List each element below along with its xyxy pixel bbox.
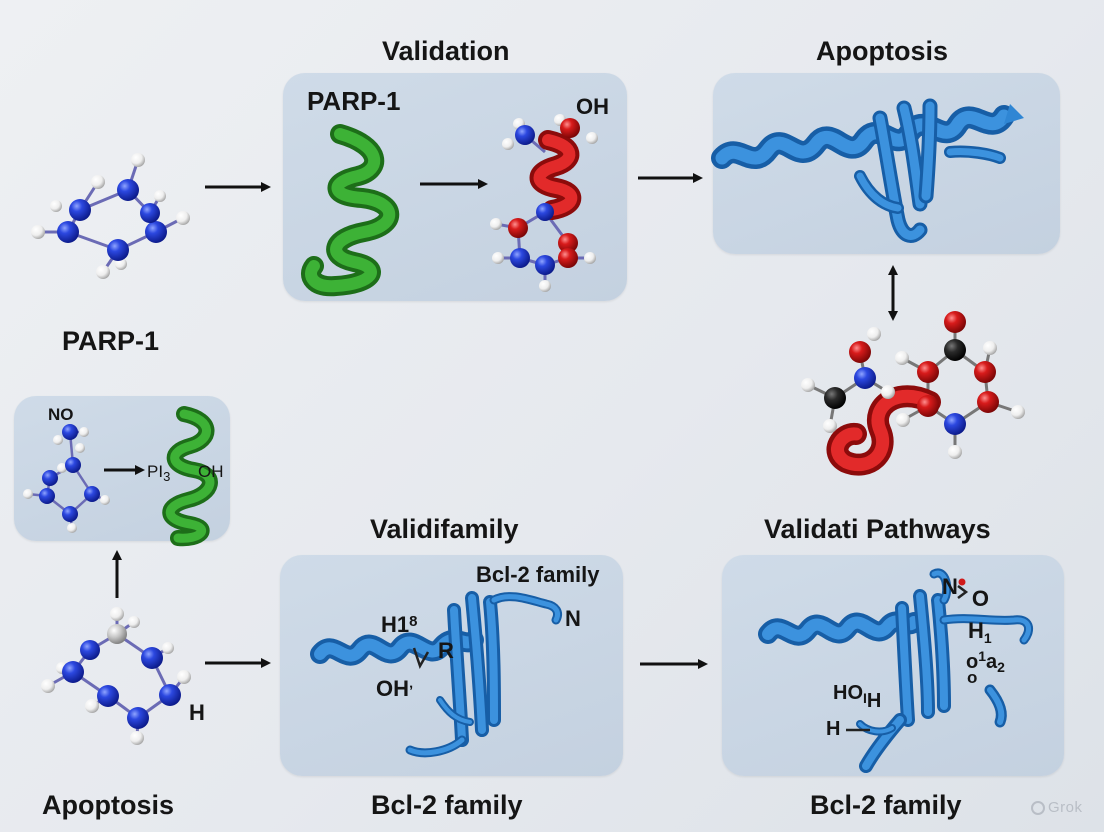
watermark-text: Grok	[1048, 799, 1083, 816]
pathways-o-small-label: o	[967, 668, 978, 687]
watermark-ring-icon	[1031, 801, 1045, 815]
a-text: a	[986, 651, 998, 673]
pathways-dark-bonds	[846, 585, 969, 732]
h1-subscript: 1	[983, 630, 992, 646]
bcl2-panel-r-label: R	[438, 638, 454, 663]
heading-apoptosis-top: Apoptosis	[816, 36, 948, 66]
validation-oh-label: OH	[576, 94, 609, 119]
pi-text: PI	[147, 462, 164, 481]
molecule-right-middle	[801, 311, 1025, 476]
pi-subscript: 3	[163, 469, 171, 484]
green-helix	[301, 124, 400, 297]
h-text: H	[968, 618, 984, 643]
bcl2-dark-arrow	[412, 647, 430, 670]
oh-subscript: ʼ	[409, 683, 414, 700]
validation-panel-title: PARP-1	[307, 86, 401, 116]
pathways-red-atom	[958, 578, 966, 586]
bottom-left-h-label: H	[189, 700, 205, 725]
h1-text: H1	[381, 612, 410, 637]
heading-validifamily: Validifamily	[370, 514, 519, 544]
pathways-h-label: H	[826, 718, 841, 740]
a2-subscript: 2	[997, 659, 1005, 675]
h18-subscript: 8	[409, 613, 418, 630]
hoh-h: H	[866, 690, 882, 712]
apoptosis-ribbon-arrow-tip	[1004, 104, 1024, 124]
blue-ribbon-apoptosis	[711, 98, 1015, 243]
small-panel-molecule	[23, 424, 110, 533]
molecule-top-left	[31, 153, 190, 279]
heading-bcl2-right: Bcl-2 family	[810, 790, 962, 820]
heading-apoptosis-bottom: Apoptosis	[42, 790, 174, 820]
hoh-i: I	[863, 690, 867, 706]
bcl2-ribbon	[310, 591, 562, 758]
heading-parp-left: PARP-1	[62, 326, 160, 356]
bcl2-panel-h18-label: H18	[381, 612, 417, 638]
ho-text: HO	[833, 682, 863, 704]
red-helix-molecule	[490, 114, 598, 292]
bcl2-panel-family-label: Bcl-2 family	[476, 562, 600, 587]
heading-validati-pathways: Validati Pathways	[764, 514, 991, 544]
small-panel-no-label: NO	[48, 405, 74, 424]
bcl2-panel-n-label: N	[565, 606, 581, 631]
molecule-bottom-left	[41, 607, 191, 745]
bcl2-panel-oh3-label: OHʼ	[376, 676, 413, 702]
pathways-ribbon	[758, 568, 1034, 773]
small-panel-oh-label: OH	[198, 462, 224, 481]
o-text: O	[971, 586, 990, 611]
heading-validation: Validation	[382, 36, 510, 66]
small-panel-pi3-label: PI3	[147, 462, 170, 484]
one-superscript: 1	[978, 648, 987, 664]
pathways-o1a2-label: o1a2	[966, 648, 1005, 675]
arrows	[104, 173, 898, 669]
heading-bcl2-center: Bcl-2 family	[371, 790, 523, 820]
pathways-h1-label: H1	[968, 618, 992, 646]
o-text-2: o	[966, 651, 979, 673]
small-panel-green-helix	[162, 406, 218, 547]
oh-text: OH	[376, 676, 409, 701]
pathways-hoh-label: HOIH	[833, 682, 881, 712]
n-text: N	[942, 574, 958, 599]
